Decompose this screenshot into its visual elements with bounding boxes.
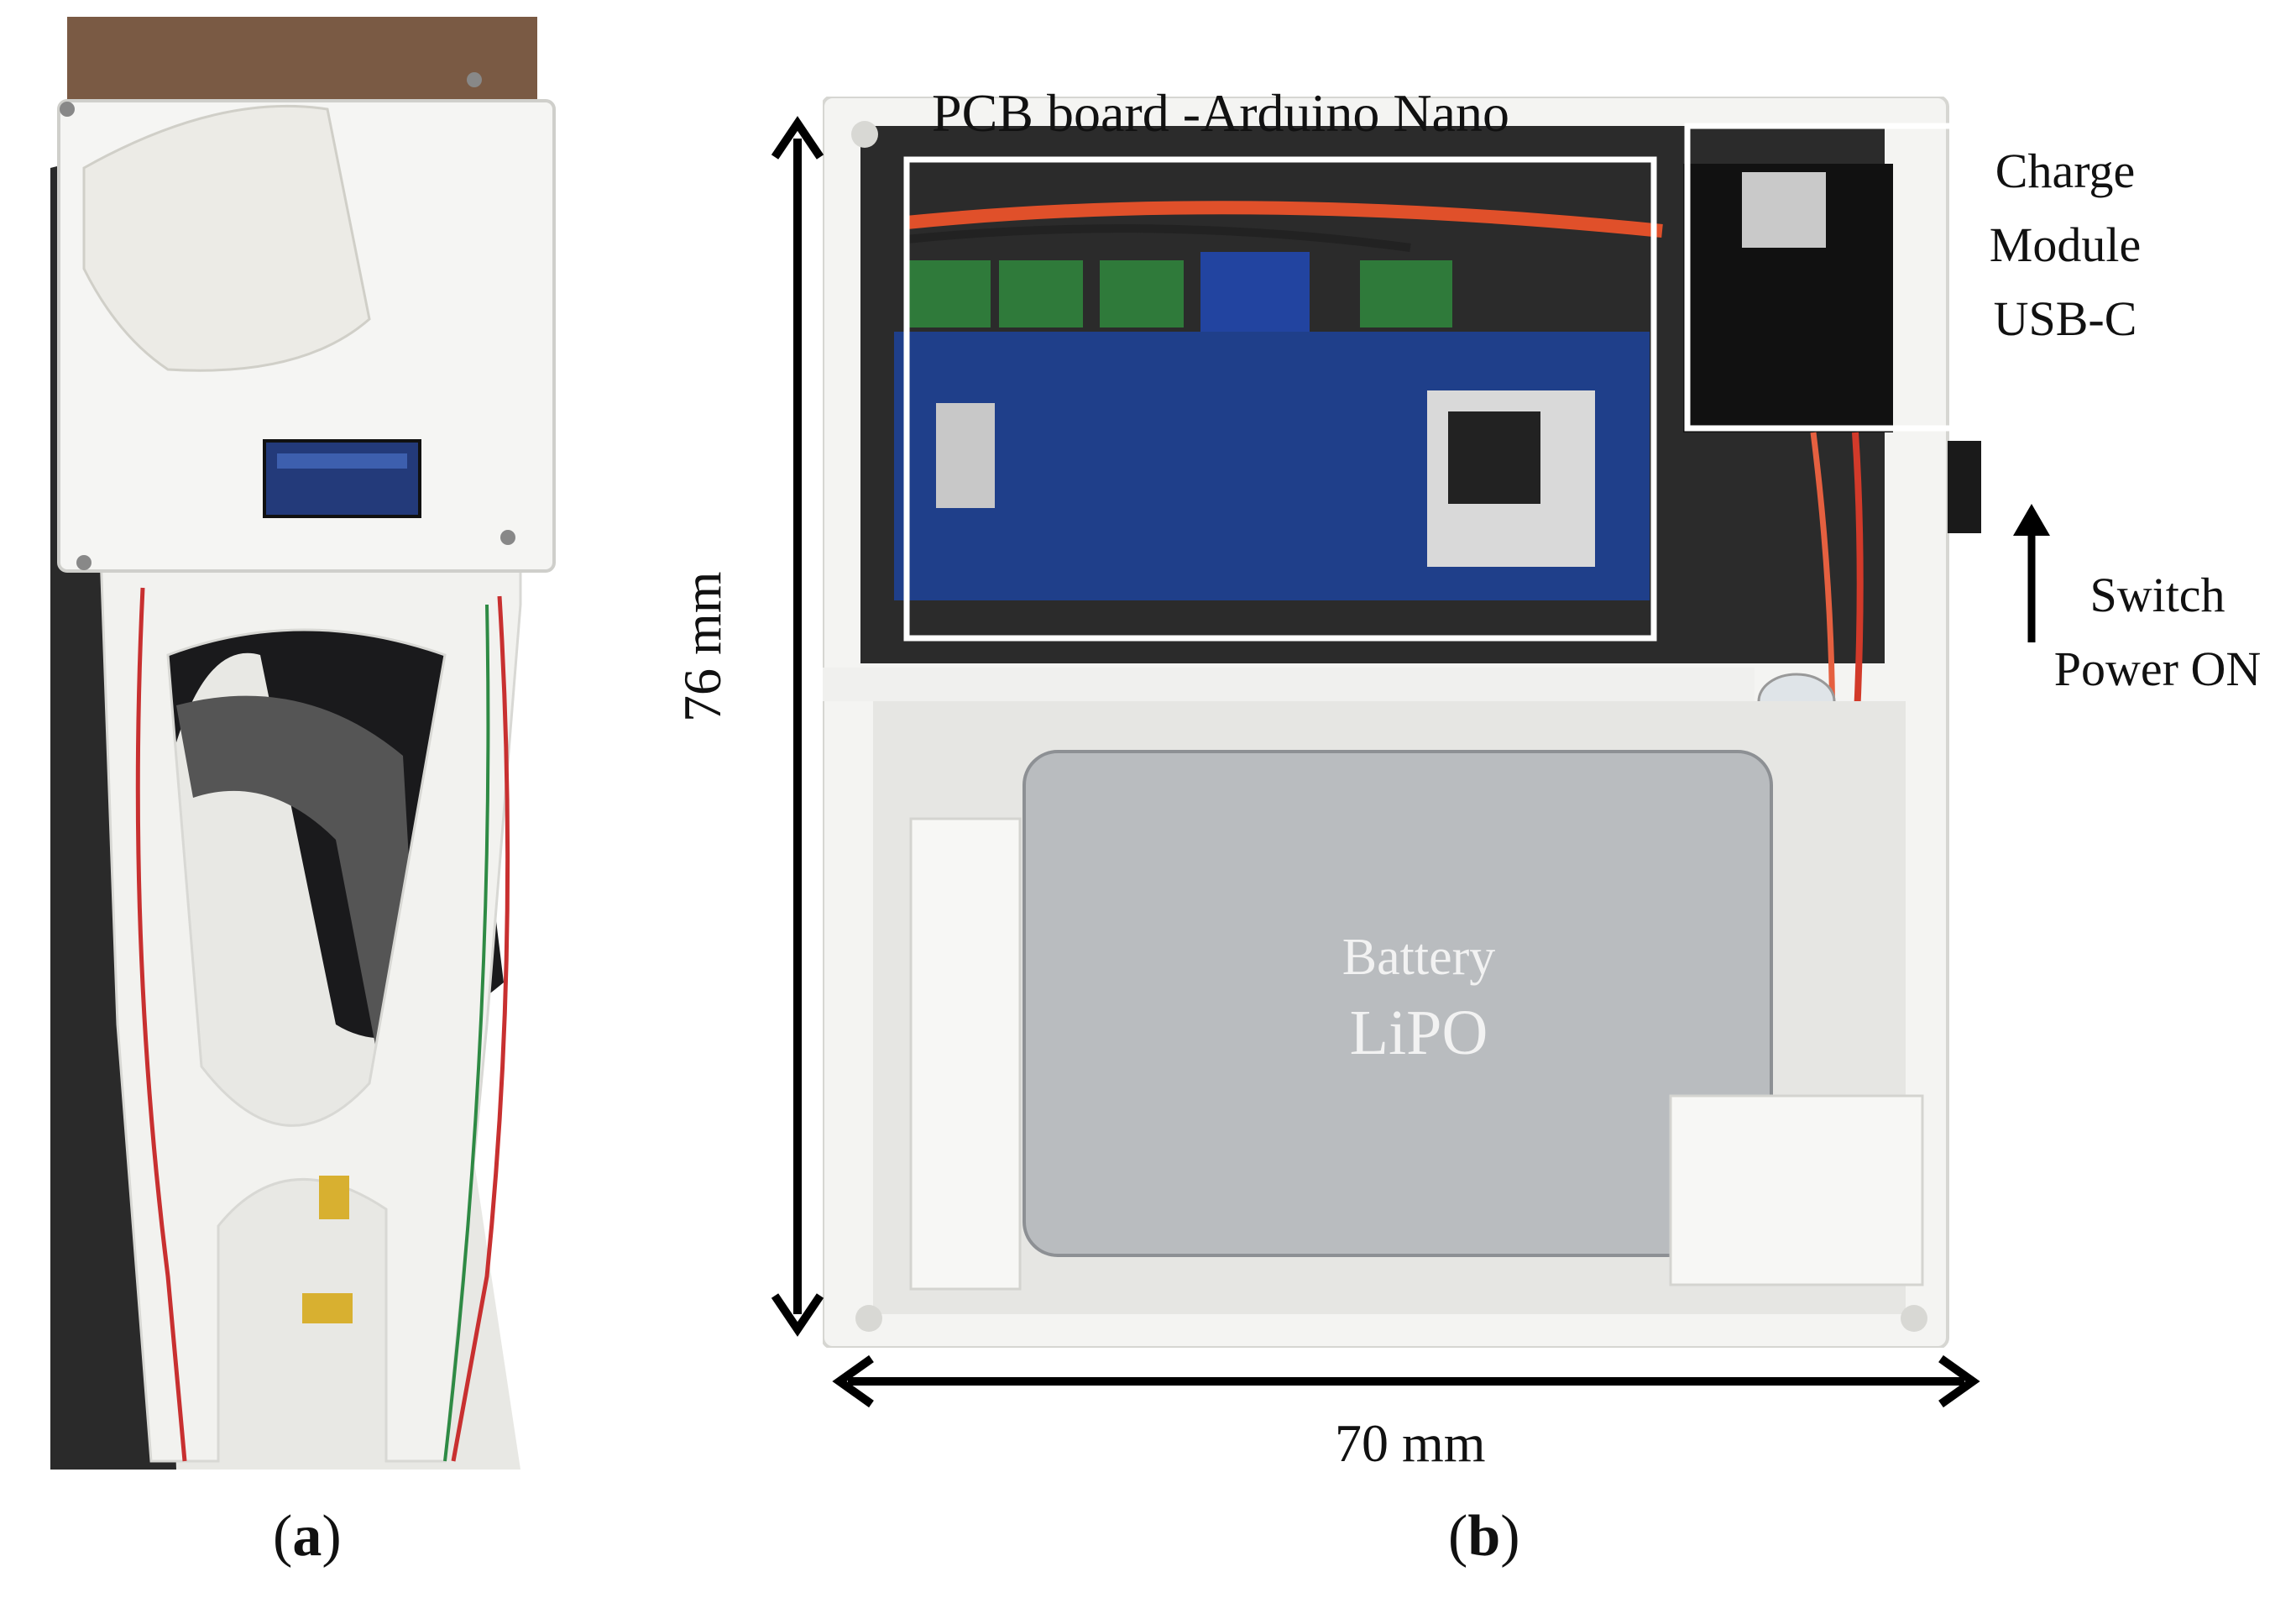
switch-label: Switch Power ON [2023,558,2292,706]
switch-line-2: Power ON [2053,642,2262,696]
photo-open-enclosure [823,97,1981,1348]
photo-wearable-on-leg [50,17,556,1470]
charge-module-label: Charge Module USB-C [1964,134,2166,356]
charge-module-line-2: Module [1989,217,2142,272]
screw-icon [467,72,482,87]
height-dimension-label: 76 mm [672,571,732,722]
qr-code [1448,411,1540,504]
pcb-highlight-box [903,156,1657,642]
potentiometer [1200,252,1310,332]
switch-line-1: Switch [2089,568,2225,622]
battery-label: Battery LiPO [1284,924,1553,1075]
red-wire [135,587,187,1462]
width-dimension-label: 70 mm [1335,1413,1486,1473]
red-wire [906,201,1663,238]
panel-a-label: (a) [273,1504,342,1569]
screw-icon [500,530,515,545]
pcb-label: PCB board -Arduino Nano [932,83,1509,143]
panel-b-label: (b) [1448,1504,1520,1569]
terminal-block [999,260,1083,327]
battery-label-top: Battery [1342,929,1496,986]
screw-hole-icon [855,1305,882,1332]
charge-highlight-box [1684,123,1959,432]
screw-hole-icon [851,121,878,148]
usb-c-port [1742,172,1826,248]
screw-hole-icon [1901,1305,1927,1332]
foam-edge [176,695,420,1058]
terminal-block [1100,260,1184,327]
spacer-block [909,817,1022,1291]
switch-arrow-icon [2013,504,2050,642]
velcro-strap [82,104,371,372]
screw-icon [60,102,75,117]
strain-gauge [319,1176,349,1219]
panel-a-letter: a [292,1504,322,1569]
green-wire [443,604,490,1462]
lipo-battery [1022,750,1773,1257]
panel-b-letter: b [1467,1504,1501,1569]
screw-icon [76,555,92,570]
device-window [263,439,421,518]
terminal-block [907,260,991,327]
usb-port [936,403,995,508]
battery-label-bottom: LiPO [1349,998,1488,1068]
terminal-block [1360,260,1452,327]
red-wire [451,595,510,1462]
width-dimension-arrow-icon [832,1354,1980,1408]
charge-module-line-1: Charge [1995,144,2136,198]
orthosis-frame [99,553,522,1463]
spacer-block [1669,1094,1924,1286]
strain-gauge [302,1293,353,1323]
charge-module-line-3: USB-C [1993,291,2137,346]
power-switch [1948,441,1981,533]
height-dimension-arrow-icon [771,116,824,1337]
